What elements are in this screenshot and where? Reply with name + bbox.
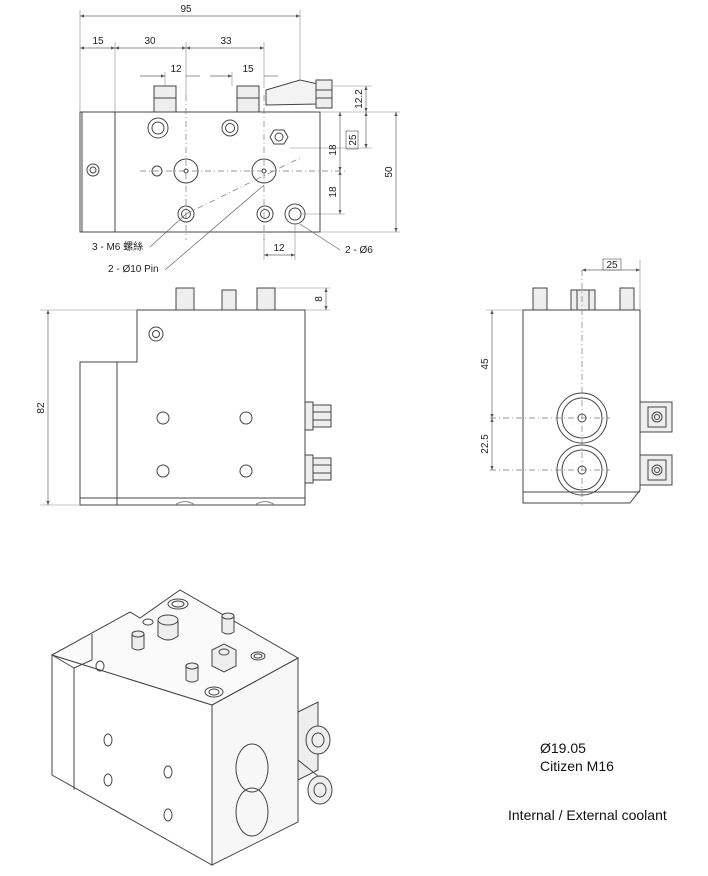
front-stud-left: [175, 287, 195, 311]
dim-pin-b: 15: [242, 64, 254, 75]
callout-pins: 2 - Ø10 Pin: [108, 264, 159, 275]
front-stud-right: [256, 287, 276, 311]
front-view-body: [79, 309, 306, 506]
iso-stud-a: [131, 634, 145, 651]
top-pin-right: [236, 85, 260, 113]
screw-hole-top-left: [147, 117, 169, 139]
front-hole-2: [239, 411, 253, 425]
dim-stud-height: 8: [314, 296, 325, 302]
front-hole-plug: [148, 326, 164, 342]
dim-bottom-offset: 12: [273, 243, 285, 254]
caption-coolant: Internal / External coolant: [508, 807, 667, 823]
dim-left-offset: 15: [92, 36, 104, 47]
front-fitting-lower: [304, 454, 314, 484]
front-hole-3: [156, 464, 170, 478]
iso-top-face: [50, 589, 300, 706]
top-view-body: [79, 111, 321, 233]
isometric-view: [50, 589, 333, 866]
front-stud-mid: [221, 289, 237, 311]
iso-stud-c: [185, 666, 199, 683]
dim-pitch-b: 33: [220, 36, 232, 47]
plug-hex: [269, 129, 289, 145]
coolant-elbow: [265, 79, 319, 106]
side-boxed-dim-frame: [602, 258, 622, 271]
side-stud-mid: [570, 289, 596, 311]
iso-fitting-hex: [211, 643, 237, 673]
iso-bore-upper: [235, 743, 269, 793]
dim-pitch-a: 30: [144, 36, 156, 47]
dim-width-boxed: 25: [606, 260, 618, 271]
top-pin-left: [153, 85, 177, 113]
side-stud-left: [532, 287, 548, 311]
dim-pin-a: 12: [170, 64, 182, 75]
caption-diameter: Ø19.05: [540, 740, 586, 756]
top-view-callouts: 3 - M6 螺絲 2 - Ø10 Pin 2 - Ø6: [92, 240, 373, 275]
front-fitting-upper: [304, 401, 314, 431]
screw-hole-top-mid: [221, 119, 239, 137]
front-view: [40, 287, 332, 506]
dim-h-top: 12.2: [354, 89, 365, 109]
boxed-dim-frame: [345, 130, 359, 150]
iso-stud-b: [221, 616, 235, 635]
side-stud-right: [619, 287, 635, 311]
side-hole: [86, 163, 100, 177]
side-view-dimensions: 25 45 22.5: [480, 260, 618, 454]
front-hole-4: [239, 464, 253, 478]
dim-h-boxed: 25: [348, 134, 359, 146]
callout-screws: 3 - M6 螺絲: [92, 240, 143, 253]
dim-h-total: 50: [384, 166, 395, 178]
iso-stud-center: [157, 620, 179, 641]
iso-bore-lower: [235, 787, 269, 837]
front-hole-1: [156, 411, 170, 425]
coolant-nut: [315, 79, 333, 109]
dim-upper: 45: [480, 358, 491, 370]
callout-holes: 2 - Ø6: [345, 245, 373, 256]
dim-h-lower: 18: [328, 186, 339, 198]
caption-model: Citizen M16: [540, 758, 614, 774]
screw-hole-bottom-mid: [256, 205, 274, 223]
side-view: [486, 258, 673, 505]
dim-height: 82: [36, 402, 47, 414]
dim-h-upper: 18: [328, 144, 339, 156]
top-view-dimensions: 95 15 30 33 12 15 12.2 25 18 18 50 12: [92, 4, 395, 254]
front-view-dimensions: 82 8: [36, 296, 325, 414]
top-view: [79, 10, 400, 271]
dim-overall-width: 95: [180, 4, 192, 15]
dim-lower: 22.5: [480, 434, 491, 454]
